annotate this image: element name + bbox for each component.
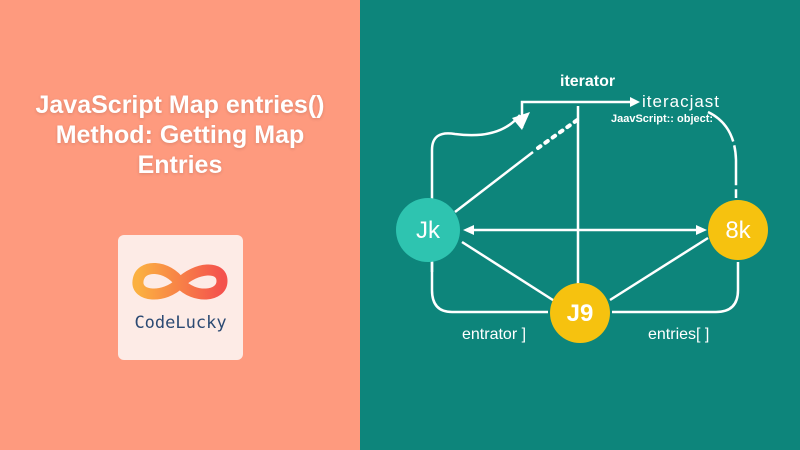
page-title: JavaScript Map entries() Method: Getting… bbox=[20, 90, 340, 180]
title-line-2: Method: Getting Map bbox=[55, 121, 305, 149]
object-sublabel: JaavScript:: object: bbox=[611, 113, 714, 125]
brand-name: CodeLucky bbox=[134, 313, 227, 333]
node-8k-label: 8k bbox=[725, 217, 751, 244]
iterator-label: iterator bbox=[560, 73, 616, 90]
node-8k bbox=[708, 200, 768, 260]
codelucky-logo: CodeLucky bbox=[118, 235, 243, 360]
title-line-1: JavaScript Map entries() bbox=[35, 91, 325, 119]
node-jk-label: Jk bbox=[416, 217, 440, 244]
node-jk bbox=[396, 198, 460, 262]
node-j9-label: J9 bbox=[566, 300, 594, 327]
infinity-logo-icon bbox=[132, 263, 228, 300]
entries-label: entries[ ] bbox=[648, 326, 710, 343]
entrator-label: entrator ] bbox=[462, 326, 527, 343]
iteracjast-label: iteracjast bbox=[642, 92, 721, 111]
left-panel: JavaScript Map entries() Method: Getting… bbox=[0, 0, 360, 450]
node-j9 bbox=[550, 283, 610, 343]
title-line-3: Entries bbox=[137, 151, 223, 179]
